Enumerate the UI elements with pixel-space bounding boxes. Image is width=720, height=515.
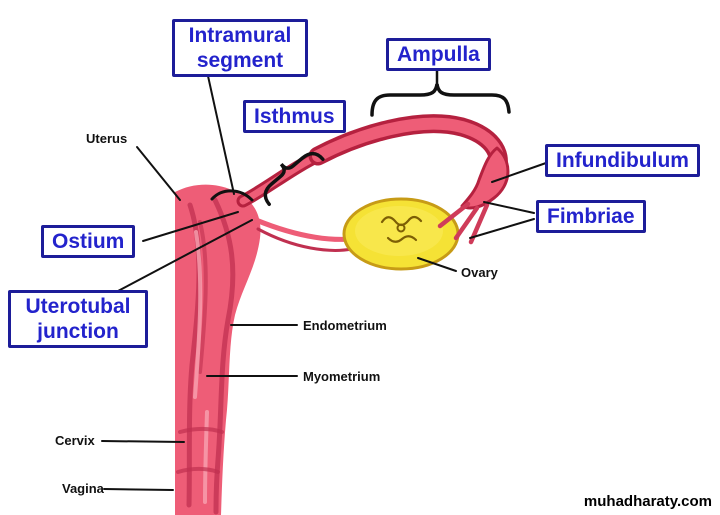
- cervix-leader-line: [101, 440, 185, 443]
- ovary-leader-line: [417, 257, 457, 272]
- uterus-leader-line: [136, 146, 181, 201]
- label-uterus: Uterus: [86, 131, 128, 146]
- uterotubal-leader-line: [117, 219, 253, 292]
- label-vagina: Vagina: [62, 481, 104, 496]
- label-ovary: Ovary: [461, 265, 498, 280]
- fimbriae-leader-line-1: [483, 201, 535, 214]
- isthmus-brace: [263, 151, 325, 206]
- vagina-leader-line: [103, 488, 174, 491]
- label-ostium: Ostium: [41, 225, 136, 259]
- fallopian-tube-shape: [236, 114, 510, 252]
- leader-lines: [101, 75, 547, 491]
- label-intramural-segment: Intramural segment: [172, 19, 308, 78]
- label-ampulla: Ampulla: [386, 38, 491, 72]
- ostium-leader-line: [142, 211, 239, 242]
- label-infundibulum: Infundibulum: [545, 144, 700, 178]
- fimbriae-strokes: [437, 201, 490, 245]
- ovary-shape: [342, 197, 460, 271]
- label-uterotubal-junction: Uterotubal junction: [8, 290, 148, 349]
- watermark: muhadharaty.com: [583, 493, 712, 510]
- intramural-bracket: [210, 189, 254, 202]
- label-cervix: Cervix: [55, 433, 95, 448]
- label-fimbriae: Fimbriae: [536, 200, 646, 234]
- ampulla-brace: [370, 83, 511, 117]
- label-endometrium: Endometrium: [303, 318, 387, 333]
- infundibulum-leader-line: [491, 162, 547, 183]
- label-myometrium: Myometrium: [303, 369, 381, 384]
- intramural-leader-line: [207, 75, 235, 195]
- fimbriae-leader-line-2: [469, 218, 535, 239]
- uterus-shape: [175, 184, 261, 515]
- label-isthmus: Isthmus: [243, 100, 346, 134]
